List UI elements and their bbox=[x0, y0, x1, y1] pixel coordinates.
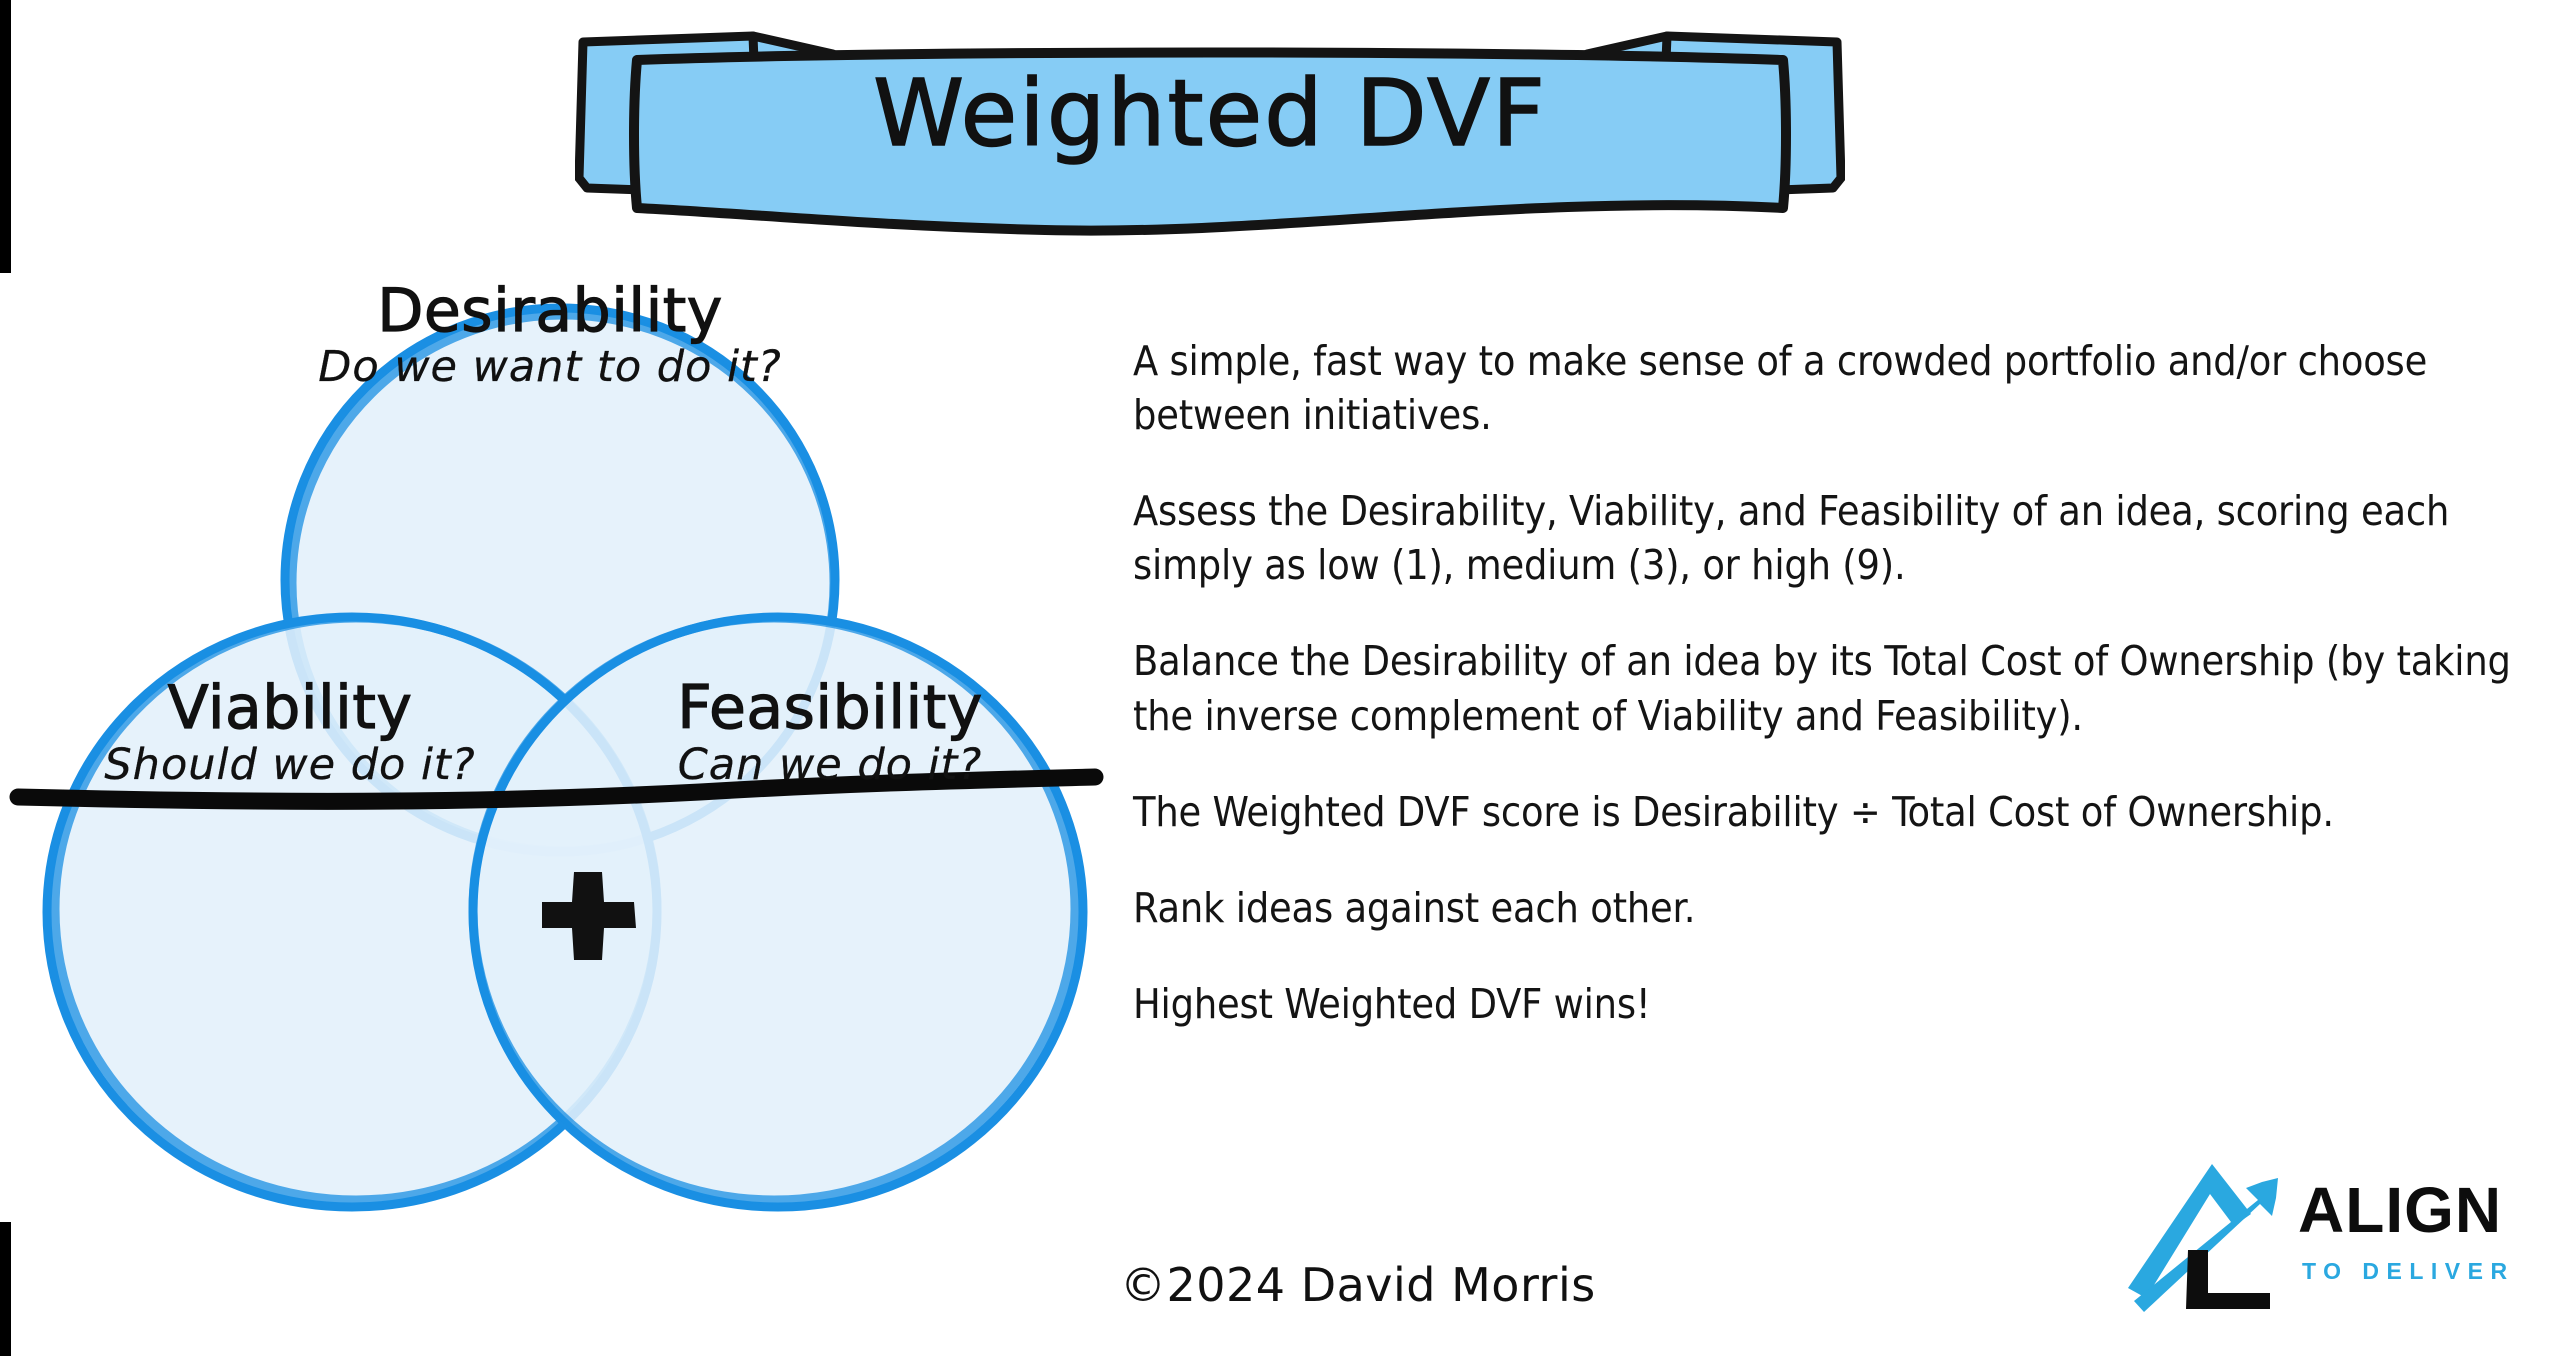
title-banner: Weighted DVF bbox=[574, 8, 1846, 248]
crop-bar-top bbox=[0, 0, 11, 273]
strikethrough-line bbox=[9, 768, 1104, 810]
description-text-block: A simple, fast way to make sense of a cr… bbox=[1133, 334, 2533, 1031]
venn-diagram: Desirability Do we want to do it? Viabil… bbox=[0, 275, 1120, 1240]
align-to-deliver-logo: ALIGN TO DELIVER bbox=[2110, 1152, 2540, 1322]
paragraph-winner: Highest Weighted DVF wins! bbox=[1133, 979, 1651, 1028]
paragraph-rank: Rank ideas against each other. bbox=[1133, 883, 1696, 932]
align-logo-mark-icon bbox=[2128, 1164, 2278, 1312]
crop-bar-bottom bbox=[0, 1222, 11, 1356]
paragraph-intro: A simple, fast way to make sense of a cr… bbox=[1133, 337, 2428, 440]
plus-icon bbox=[542, 872, 636, 960]
align-tagline: TO DELIVER bbox=[2302, 1258, 2515, 1284]
align-wordmark: ALIGN bbox=[2298, 1174, 2503, 1246]
paragraph-balance: Balance the Desirability of an idea by i… bbox=[1133, 637, 2511, 740]
banner-ribbon-shape bbox=[574, 31, 1846, 236]
venn-circle-feasibility-sketch bbox=[468, 613, 1080, 1205]
paragraph-assess: Assess the Desirability, Viability, and … bbox=[1133, 487, 2450, 590]
paragraph-score: The Weighted DVF score is Desirability ÷… bbox=[1133, 787, 2334, 836]
venn-circles bbox=[9, 303, 1104, 1212]
copyright-notice: ©2024 David Morris bbox=[1120, 1258, 1596, 1312]
